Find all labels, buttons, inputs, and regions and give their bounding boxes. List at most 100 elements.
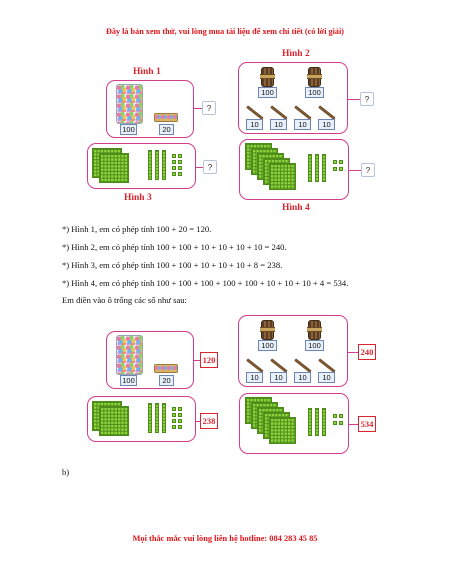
- unit-cube-image: [172, 160, 176, 164]
- label-100: 100: [120, 375, 137, 386]
- label-20: 20: [159, 375, 174, 386]
- unit-cube-image: [172, 154, 176, 158]
- unit-cube-image: [333, 421, 337, 425]
- unit-cube-image: [172, 425, 176, 429]
- label-10: 10: [294, 372, 311, 383]
- candy-tray-image: [154, 364, 178, 373]
- ten-stick-image: [318, 358, 336, 373]
- answer-box-1: 120: [200, 352, 218, 368]
- footer-hotline: Mọi thắc mắc vui lòng liên hệ hotline: 0…: [132, 534, 318, 543]
- ten-rod-image: [155, 150, 159, 180]
- unit-cube-image: [178, 407, 182, 411]
- ten-rod-image: [148, 403, 152, 433]
- solution-line-1: *) Hình 1, em có phép tính 100 + 20 = 12…: [62, 224, 212, 234]
- unit-cube-image: [339, 421, 343, 425]
- figure-1-frame: 100 20: [106, 80, 194, 138]
- answer-figure-4-frame: [239, 393, 349, 454]
- answer-box-2: 240: [358, 344, 376, 360]
- ten-rod-image: [322, 408, 326, 436]
- unit-cube-image: [172, 413, 176, 417]
- unit-cube-image: [172, 172, 176, 176]
- connector-line: [349, 170, 361, 171]
- candy-jar-image: [116, 335, 143, 375]
- ten-rod-image: [148, 150, 152, 180]
- label-20: 20: [159, 124, 174, 135]
- unit-cube-image: [339, 160, 343, 164]
- figure-2-question-box: ?: [360, 92, 374, 106]
- connector-line: [349, 424, 358, 425]
- ten-stick-image: [318, 105, 336, 120]
- ten-stick-image: [246, 105, 264, 120]
- unit-cube-image: [172, 419, 176, 423]
- solution-line-2: *) Hình 2, em có phép tính 100 + 100 + 1…: [62, 242, 287, 252]
- ten-rod-image: [322, 154, 326, 182]
- connector-line: [196, 421, 200, 422]
- label-10: 10: [270, 372, 287, 383]
- ten-rod-image: [308, 408, 312, 436]
- label-10: 10: [318, 372, 335, 383]
- hundred-flat-image: [269, 163, 296, 190]
- connector-line: [348, 352, 358, 353]
- part-b-label: b): [62, 467, 70, 477]
- label-100: 100: [305, 87, 324, 98]
- ten-rod-image: [162, 403, 166, 433]
- label-100: 100: [258, 87, 277, 98]
- ten-stick-image: [270, 358, 288, 373]
- label-10: 10: [294, 119, 311, 130]
- ten-rod-image: [315, 408, 319, 436]
- figure-2-title: Hình 2: [282, 49, 310, 59]
- label-10: 10: [246, 372, 263, 383]
- unit-cube-image: [178, 166, 182, 170]
- unit-cube-image: [178, 425, 182, 429]
- preview-notice: Đây là bản xem thử, vui lòng mua tài liệ…: [105, 27, 344, 36]
- answer-box-3: 238: [200, 413, 218, 429]
- unit-cube-image: [339, 414, 343, 418]
- unit-cube-image: [178, 413, 182, 417]
- hundred-flat-image: [99, 153, 129, 183]
- connector-line: [348, 99, 360, 100]
- unit-cube-image: [333, 414, 337, 418]
- candy-tray-image: [154, 113, 178, 122]
- figure-3-frame: [87, 143, 196, 189]
- ten-stick-image: [246, 358, 264, 373]
- bundle-band: [260, 74, 275, 79]
- ten-stick-image: [270, 105, 288, 120]
- ten-rod-image: [315, 154, 319, 182]
- unit-cube-image: [178, 154, 182, 158]
- connector-line: [196, 167, 203, 168]
- bundle-band: [307, 327, 322, 332]
- figure-1-question-box: ?: [202, 101, 216, 115]
- ten-stick-image: [294, 105, 312, 120]
- unit-cube-image: [178, 172, 182, 176]
- unit-cube-image: [178, 419, 182, 423]
- fill-instruction: Em điền vào ô trống các số như sau:: [62, 295, 187, 305]
- connector-line: [194, 360, 200, 361]
- unit-cube-image: [333, 167, 337, 171]
- unit-cube-image: [333, 160, 337, 164]
- hundred-flat-image: [99, 406, 129, 436]
- ten-rod-image: [308, 154, 312, 182]
- figure-4-title: Hình 4: [282, 203, 310, 213]
- candy-jar-image: [116, 84, 143, 124]
- solution-line-3: *) Hình 3, em có phép tính 100 + 100 + 1…: [62, 260, 283, 270]
- unit-cube-image: [178, 160, 182, 164]
- figure-3-title: Hình 3: [124, 193, 152, 203]
- unit-cube-image: [172, 407, 176, 411]
- unit-cube-image: [339, 167, 343, 171]
- answer-figure-1-frame: 100 20: [106, 331, 194, 389]
- label-100: 100: [120, 124, 137, 135]
- label-10: 10: [270, 119, 287, 130]
- figure-3-question-box: ?: [203, 160, 217, 174]
- figure-1-title: Hình 1: [133, 67, 161, 77]
- hundred-flat-image: [269, 417, 296, 444]
- label-10: 10: [246, 119, 263, 130]
- label-100: 100: [258, 340, 277, 351]
- bundle-band: [260, 327, 275, 332]
- figure-2-frame: 100 100 10 10 10 10: [238, 62, 348, 134]
- answer-figure-2-frame: 100 100 10 10 10 10: [238, 315, 348, 387]
- figure-4-question-box: ?: [361, 163, 375, 177]
- bundle-band: [307, 74, 322, 79]
- connector-line: [194, 108, 202, 109]
- answer-box-4: 534: [358, 416, 376, 432]
- ten-rod-image: [162, 150, 166, 180]
